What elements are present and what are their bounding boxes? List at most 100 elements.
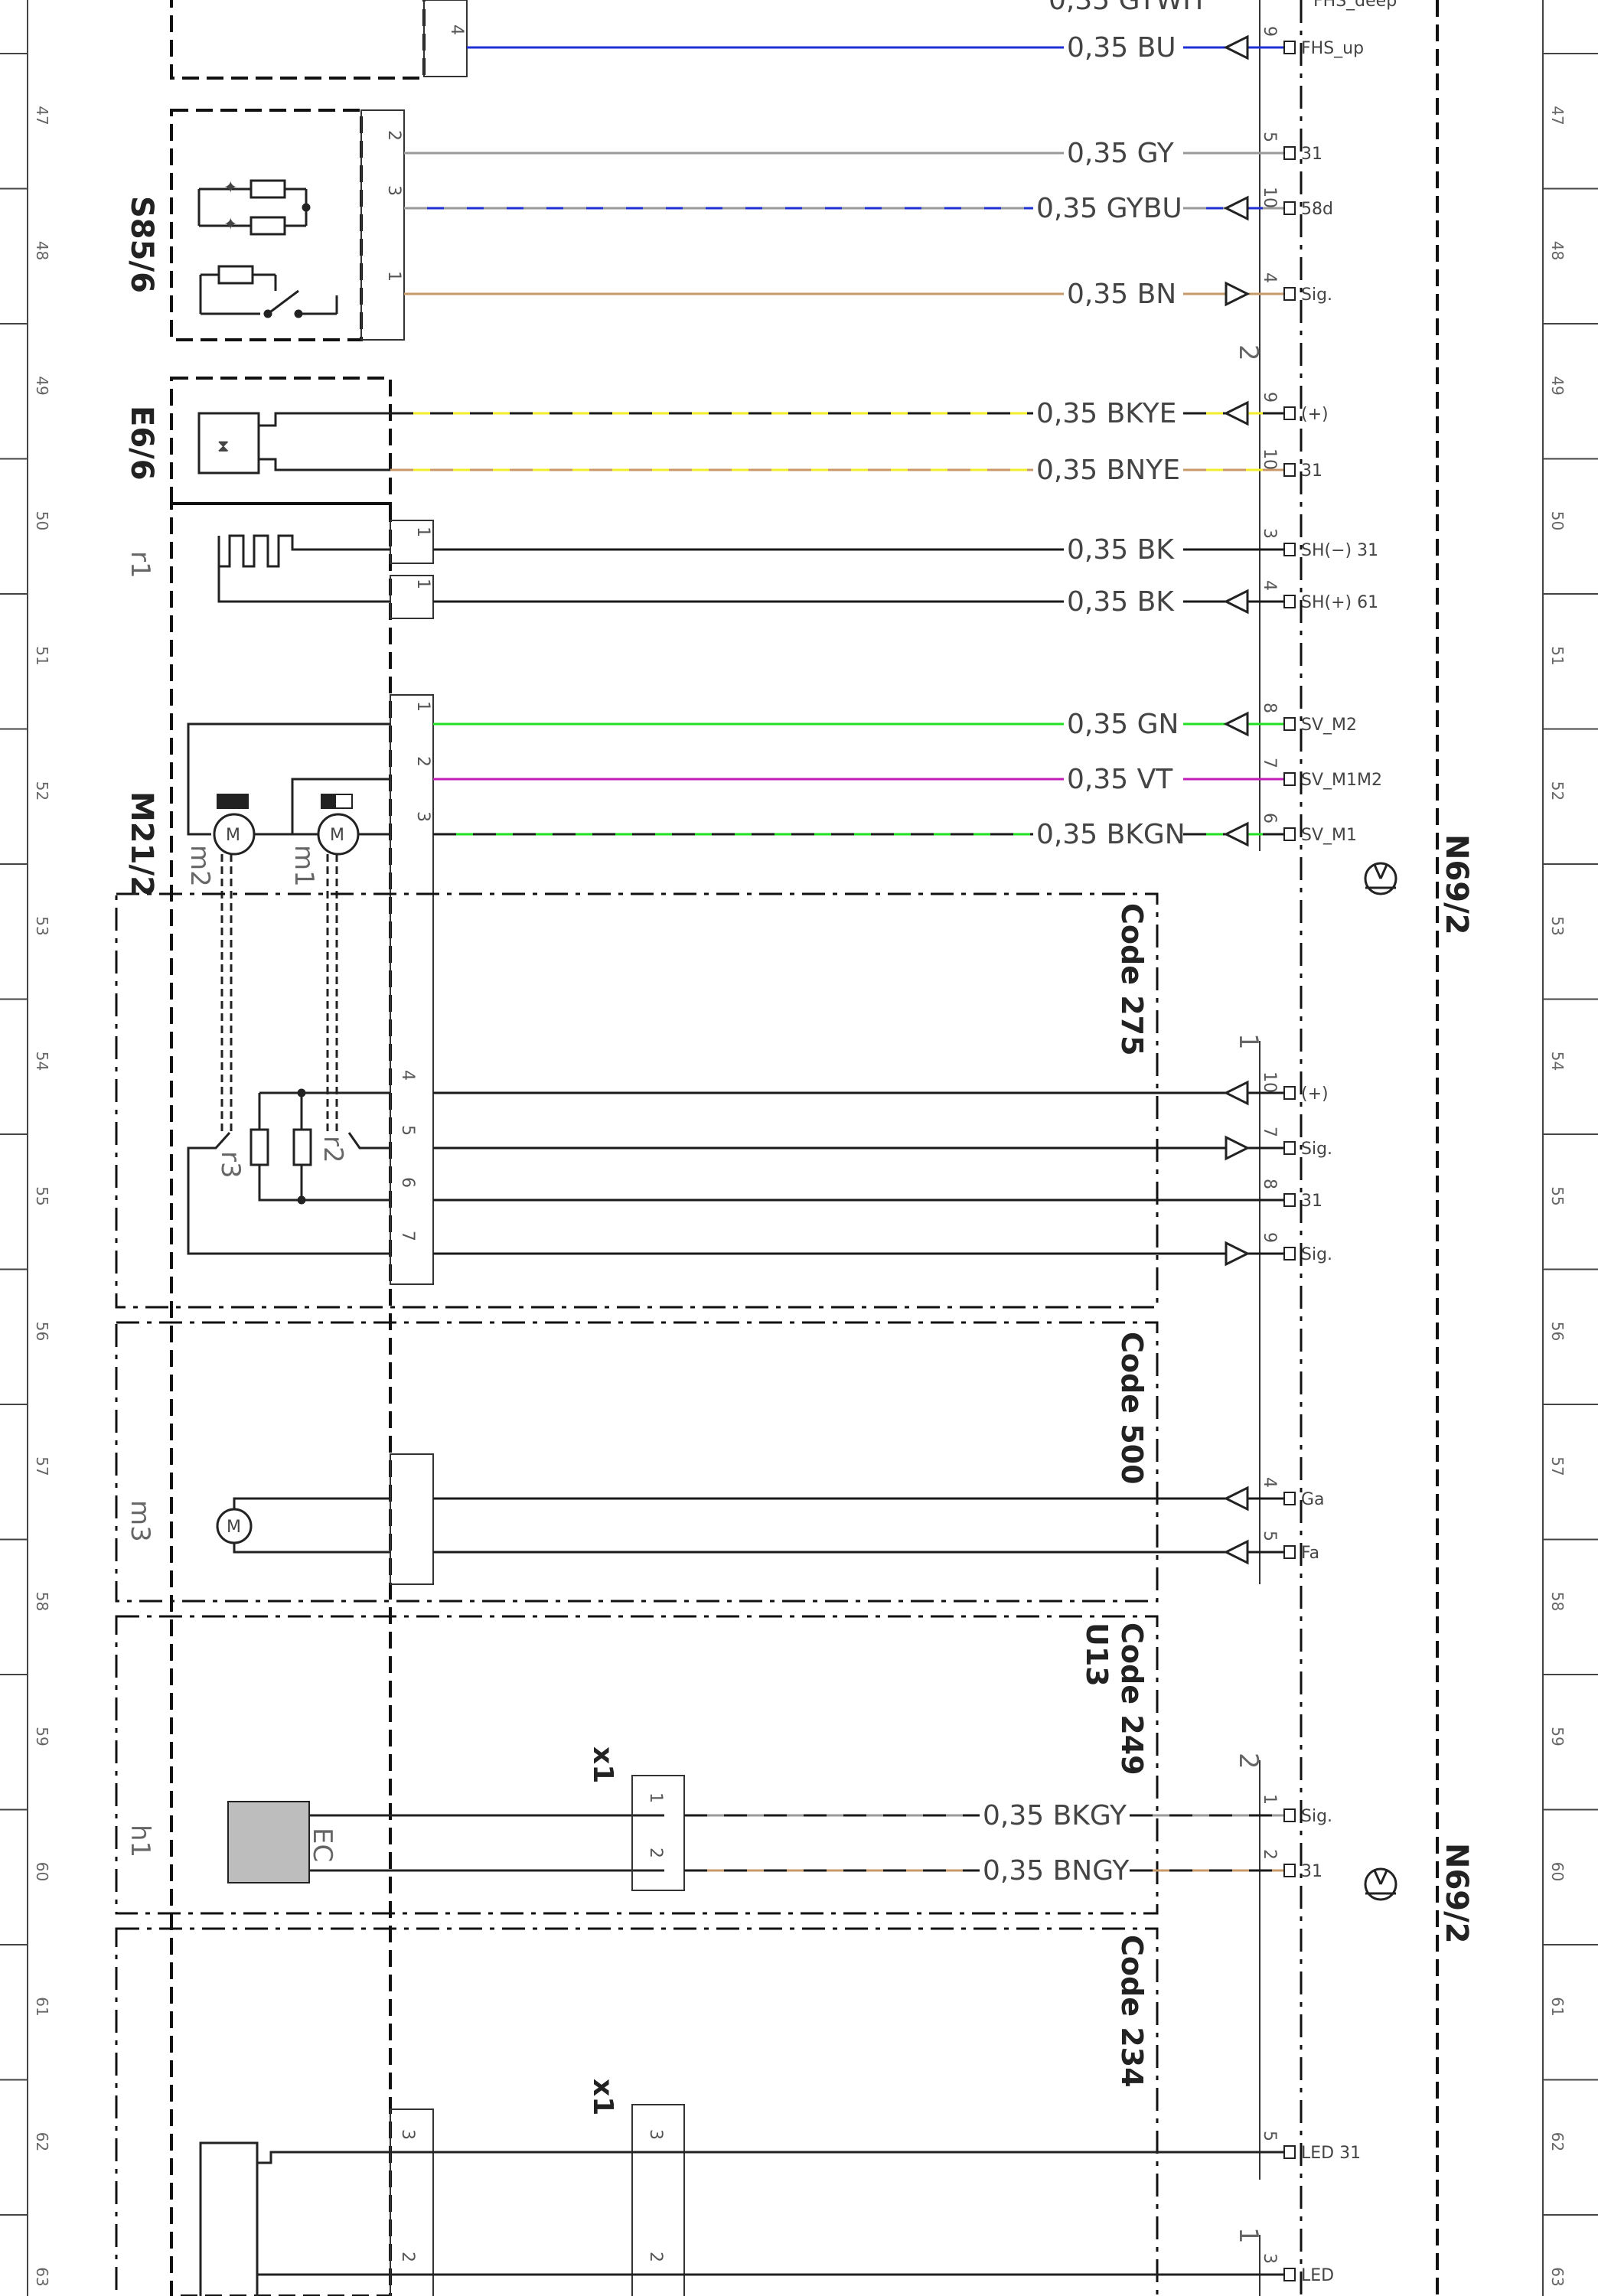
grid-number: 59 (33, 1727, 51, 1746)
h1-lamp (227, 1801, 310, 1883)
wire-label: 0,35 BKGY (983, 1800, 1127, 1831)
label-m3: m3 (125, 1500, 155, 1542)
wire-label: 0,35 BU (1067, 32, 1176, 64)
grid-number: 54 (33, 1052, 51, 1071)
m3-internals (216, 1497, 390, 1554)
signal-label: Sig. (1301, 1807, 1332, 1826)
label-r2: r2 (318, 1136, 348, 1163)
pin-number: 7 (1260, 1127, 1279, 1137)
signal-label: 31 (1301, 1862, 1322, 1881)
grid-number: 56 (1548, 1322, 1567, 1341)
r1-connector-2 (390, 575, 434, 619)
grid-number: 61 (1548, 1997, 1567, 2016)
grid-number: 55 (1548, 1186, 1567, 1205)
grid-number: 49 (1548, 376, 1567, 395)
signal-label: LED (1301, 2266, 1334, 2285)
wire-label: 0,35 GY (1067, 138, 1175, 169)
wire-label: 0,35 VT (1067, 764, 1173, 795)
grid-ticks (0, 53, 1598, 2216)
signal-label: Sig. (1301, 1140, 1332, 1159)
signal-label: 31 (1301, 461, 1322, 481)
grid-number: 50 (33, 511, 51, 530)
bottom-connector (390, 2108, 434, 2296)
grid-number: 51 (1548, 646, 1567, 665)
wire-label: 0,35 BKYE (1036, 398, 1176, 429)
pin-number: 3 (1260, 528, 1279, 539)
grid-number: 62 (1548, 2132, 1567, 2151)
signal-label: (+) (1301, 1084, 1329, 1104)
source-pin: 1 (413, 701, 432, 712)
motor-m1-glyph: M (330, 826, 344, 845)
wire-label: 0,35 GYBU (1036, 193, 1182, 224)
signal-label: 31 (1301, 1192, 1322, 1211)
source-pin: 2 (384, 130, 403, 141)
pin-number: 10 (1260, 1071, 1279, 1093)
signal-label: 31 (1301, 145, 1322, 164)
grid-number: 56 (33, 1322, 51, 1341)
connector-id-1: 2 (1233, 344, 1264, 361)
pin-number: 1 (1260, 1794, 1279, 1805)
bottom-component (199, 2141, 259, 2296)
pin-number: 4 (1260, 272, 1279, 283)
s85-icons: ✦ (223, 178, 237, 197)
r1-connector-1 (390, 520, 434, 564)
signal-label: SH(−) 31 (1301, 541, 1378, 560)
grid-number: 58 (33, 1592, 51, 1611)
grid-number: 57 (1548, 1456, 1567, 1476)
source-pin: 3 (413, 811, 432, 822)
grid-number: 47 (1548, 106, 1567, 125)
pin-number: 5 (1260, 2131, 1279, 2141)
s85-connector (360, 109, 405, 341)
labels: S85/6 E6/6 r1 M21/2 m2 m1 r3 r2 m3 h1 EC… (124, 0, 1474, 2244)
pin-number: 7 (1260, 758, 1279, 768)
connector-id-4: 1 (1233, 2227, 1264, 2244)
grid-number: 48 (33, 241, 51, 260)
r1-symbol (217, 534, 390, 603)
wire-label: 0,35 BNGY (983, 1855, 1130, 1887)
signal-label: Ga (1301, 1490, 1325, 1509)
signal-label: SV_M1M2 (1301, 771, 1382, 790)
pin-number: 4 (1260, 580, 1279, 591)
label-code500: Code 500 (1115, 1332, 1149, 1485)
pin-number: 4 (1260, 1477, 1279, 1488)
pin-number: 5 (1260, 132, 1279, 142)
pin-number: 9 (1260, 1232, 1279, 1243)
m3-glyph: M (227, 1518, 241, 1537)
wire-label: 0,35 BNYE (1036, 455, 1180, 486)
signal-label: Sig. (1301, 285, 1332, 305)
signal-label: FHS_up (1301, 39, 1364, 58)
source-pin: 6 (398, 1177, 417, 1188)
h1-wires (309, 1814, 664, 1872)
wire-label: 0,35 BK (1067, 586, 1175, 618)
pin-number: 2 (1260, 1849, 1279, 1860)
source-pin: 1 (413, 579, 432, 589)
label-n69-b: N69/2 (1439, 1843, 1474, 1944)
grid-number: 62 (33, 2132, 51, 2151)
m21-connector (390, 694, 434, 1285)
grid-number: 57 (33, 1456, 51, 1476)
e6-icon: ⧗ (217, 437, 229, 456)
signal-label: Sig. (1301, 1245, 1332, 1264)
label-m21: M21/2 (124, 791, 159, 897)
signal-label: 58d (1301, 200, 1333, 219)
label-r3: r3 (215, 1151, 246, 1179)
grid-number: 53 (1548, 916, 1567, 935)
grid-number: 60 (33, 1862, 51, 1881)
grid-number: 54 (1548, 1052, 1567, 1071)
connector-id-3: 2 (1233, 1753, 1264, 1769)
pin-number: 6 (1260, 813, 1279, 823)
grid-number: 60 (1548, 1862, 1567, 1881)
label-s85: S85/6 (124, 196, 159, 293)
source-pin: 5 (398, 1125, 417, 1136)
top-signal-label: FHS_deep (1313, 0, 1397, 11)
